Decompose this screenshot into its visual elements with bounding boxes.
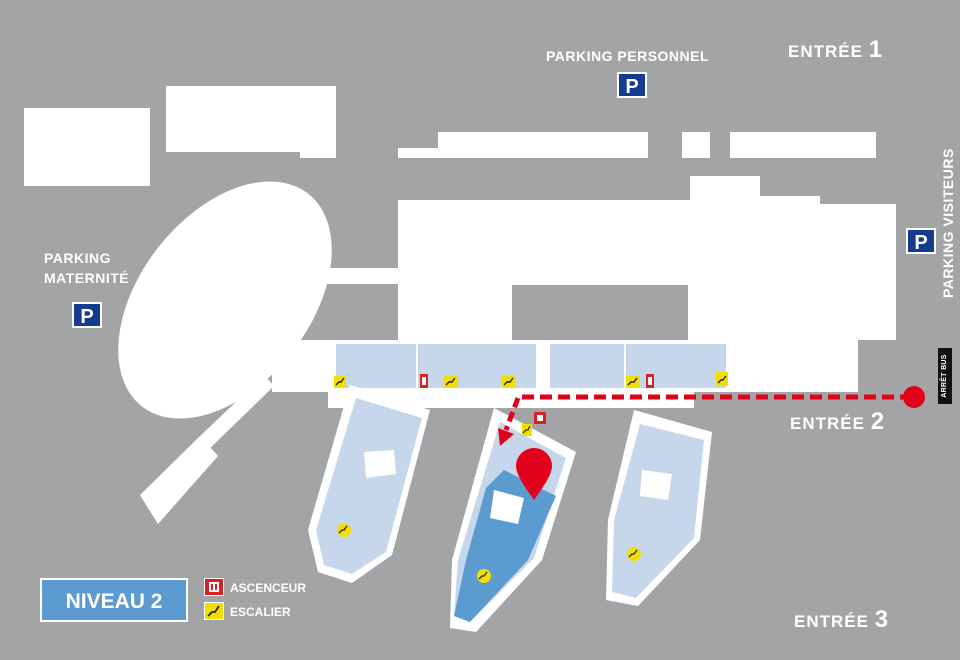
lift-icon <box>420 374 428 388</box>
entrance-2-number: 2 <box>870 408 886 435</box>
entrance-1-label: ENTRÉE 1 <box>788 36 883 64</box>
entrance-2-word: ENTRÉE <box>790 414 865 433</box>
route-line-down <box>503 397 521 431</box>
entrance-2-label: ENTRÉE 2 <box>790 408 885 436</box>
wing-middle-current <box>454 470 556 622</box>
stairs-icon <box>444 376 458 388</box>
legend-lift-label: ASCENCEUR <box>230 581 307 595</box>
zone-corridor-1 <box>336 344 416 388</box>
stairs-icon <box>477 569 491 583</box>
lift-icon <box>534 412 546 424</box>
wing-middle-courtyard <box>490 490 524 524</box>
building-top-strip-2 <box>682 132 710 158</box>
lift-icon <box>646 374 654 388</box>
building-main-block <box>398 176 896 340</box>
legend-lift-icon <box>204 578 224 596</box>
stairs-icon <box>522 424 532 436</box>
stairs-icon <box>334 376 346 388</box>
entrance-1-word: ENTRÉE <box>788 42 863 61</box>
zone-corridor-4 <box>626 344 726 388</box>
legend-stairs-icon <box>204 602 224 620</box>
route-dot-icon <box>903 386 925 408</box>
building-maternity-link <box>196 375 274 452</box>
zone-corridor-3 <box>550 344 624 388</box>
building-top-strip-1 <box>398 132 648 158</box>
location-pin-icon <box>516 448 552 500</box>
entrance-3-word: ENTRÉE <box>794 612 869 631</box>
parking-visiteurs-label: PARKING VISITEURS <box>940 148 956 298</box>
stairs-icon <box>502 376 516 388</box>
building-connector <box>318 268 400 284</box>
legend-stairs-label: ESCALIER <box>230 605 291 619</box>
building-top-strip-3 <box>730 132 876 158</box>
route-arrow-icon <box>498 428 514 446</box>
entrance-3-label: ENTRÉE 3 <box>794 606 889 634</box>
bus-stop-sign: ARRÊT BUS <box>938 348 952 404</box>
wing-left-courtyard <box>364 450 396 478</box>
parking-personnel-sign: P <box>617 72 647 98</box>
stairs-icon <box>337 523 351 537</box>
parking-personnel-label: PARKING PERSONNEL <box>546 48 710 64</box>
entrance-1-number: 1 <box>868 36 884 63</box>
building-top-left-1 <box>24 108 150 186</box>
parking-maternite-label-line1: PARKING <box>44 250 112 266</box>
level-badge: NIVEAU 2 <box>40 578 188 622</box>
stairs-icon <box>627 547 641 561</box>
parking-maternite-label-line2: MATERNITÉ <box>44 270 130 286</box>
entrance-3-number: 3 <box>874 606 890 633</box>
building-top-left-2 <box>166 86 336 158</box>
zone-corridor-2 <box>418 344 536 388</box>
wing-right-courtyard <box>640 470 672 500</box>
building-maternity-annex <box>140 436 218 524</box>
stairs-icon <box>626 376 640 388</box>
stairs-icon <box>716 372 728 386</box>
parking-maternite-sign: P <box>72 302 102 328</box>
parking-visiteurs-sign: P <box>906 228 936 254</box>
